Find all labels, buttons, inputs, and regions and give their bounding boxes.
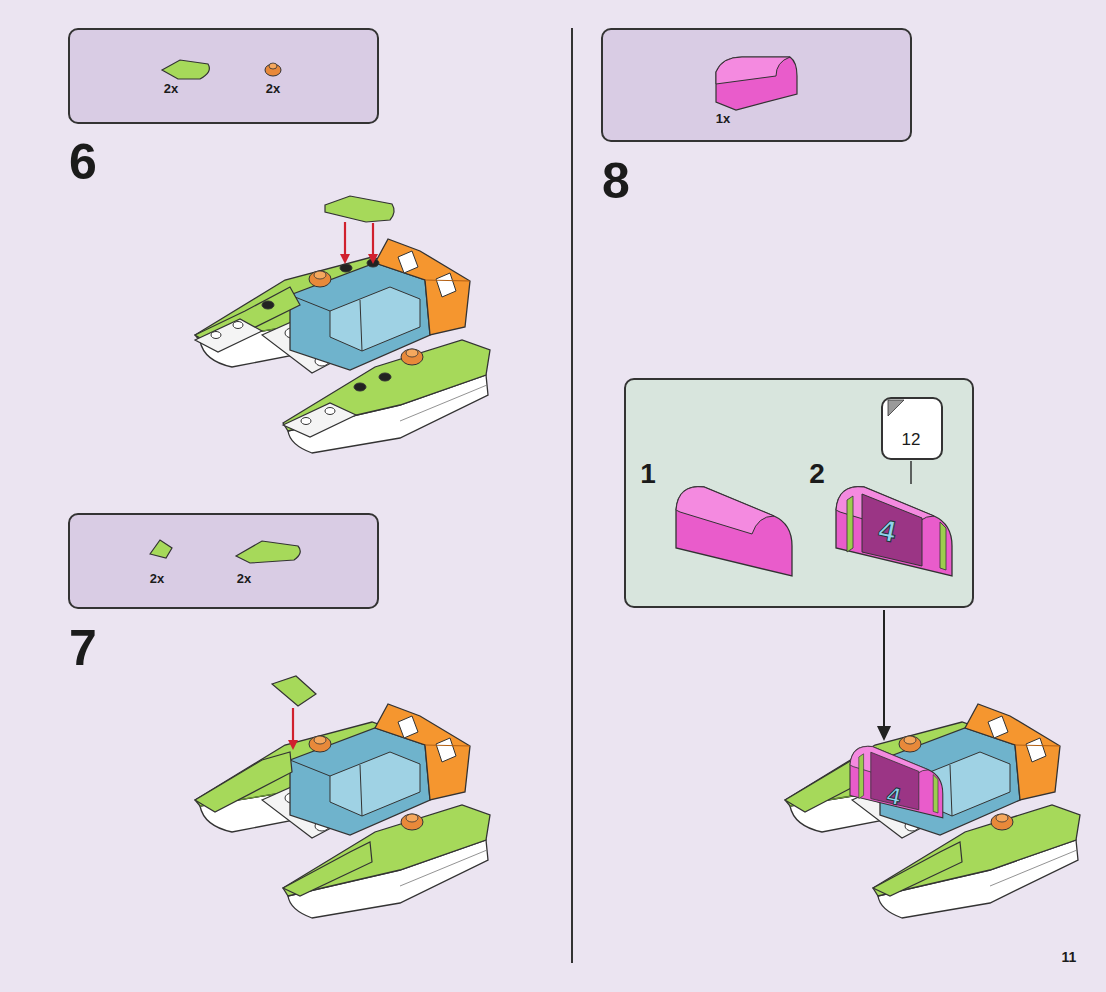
step6-extras (379, 373, 391, 381)
decorated-brick-on-model (850, 746, 943, 817)
decorated-brick (836, 487, 952, 576)
step-number: 8 (602, 156, 630, 206)
curved-slope-part (236, 541, 300, 563)
wedge-part (150, 540, 172, 558)
sticker-number: 12 (902, 431, 921, 448)
placement-arrow (340, 222, 378, 264)
box-fill (625, 379, 973, 607)
step6-extras (195, 259, 391, 437)
boat-model (785, 704, 1080, 918)
box-fill (882, 398, 942, 459)
sticker-icon (888, 400, 904, 416)
assembly-arrow (883, 610, 885, 730)
step-number: 7 (69, 623, 97, 673)
placement-arrow (288, 740, 298, 750)
round-plate-part (265, 64, 281, 76)
parts-callout: 2x 2x (68, 28, 379, 124)
placement-arrow (368, 254, 378, 264)
placement-arrow (340, 254, 350, 264)
part-count: 2x (150, 572, 164, 585)
front-slope (873, 842, 962, 896)
sticker-band (862, 494, 922, 566)
step6-extras (325, 408, 335, 415)
substep-number: 2 (809, 460, 825, 488)
front-slope (195, 752, 292, 812)
step6-extras (233, 322, 243, 329)
falling-slope (325, 196, 394, 222)
step6-extras (195, 319, 262, 352)
boat-model (195, 704, 490, 918)
placement-arrow (344, 222, 346, 256)
step6-extras (354, 383, 366, 391)
part-count: 2x (237, 572, 251, 585)
front-slope (283, 842, 372, 896)
step6-extras (340, 264, 352, 272)
boat-model (195, 239, 490, 453)
subassembly-box: 1212 (624, 378, 974, 608)
decorated-brick-on-model (871, 752, 919, 810)
part-count: 2x (266, 82, 280, 95)
box-fill (69, 514, 378, 608)
sticker-tag: 12 (881, 397, 943, 460)
part-count: 1x (716, 112, 730, 125)
curved-brick (676, 487, 792, 576)
part-count: 2x (164, 82, 178, 95)
curved-brick-part (716, 57, 790, 84)
assembly-arrow (877, 726, 891, 741)
step-number: 6 (69, 137, 97, 187)
step6-extras (262, 301, 274, 309)
illustration (269, 63, 277, 69)
curved-brick-part (716, 57, 797, 110)
box-fill (69, 29, 378, 123)
parts-callout: 1x (601, 28, 912, 142)
curved-slope-part (162, 60, 209, 79)
parts-callout: 2x 2x (68, 513, 379, 609)
assembly-arrow (877, 610, 891, 741)
placement-arrow (372, 223, 374, 256)
step6-extras (301, 418, 311, 425)
falling-wedge (272, 676, 316, 706)
sticker-leader (910, 461, 912, 484)
page-number: 11 (1062, 950, 1077, 964)
step-divider (571, 28, 573, 963)
step6-extras (283, 403, 356, 437)
box-fill (602, 29, 911, 141)
placement-arrow (288, 708, 298, 750)
step6-extras (211, 332, 221, 339)
substep-number: 1 (640, 460, 656, 488)
decorated-brick-on-model (850, 746, 943, 817)
placement-arrow (292, 708, 294, 742)
